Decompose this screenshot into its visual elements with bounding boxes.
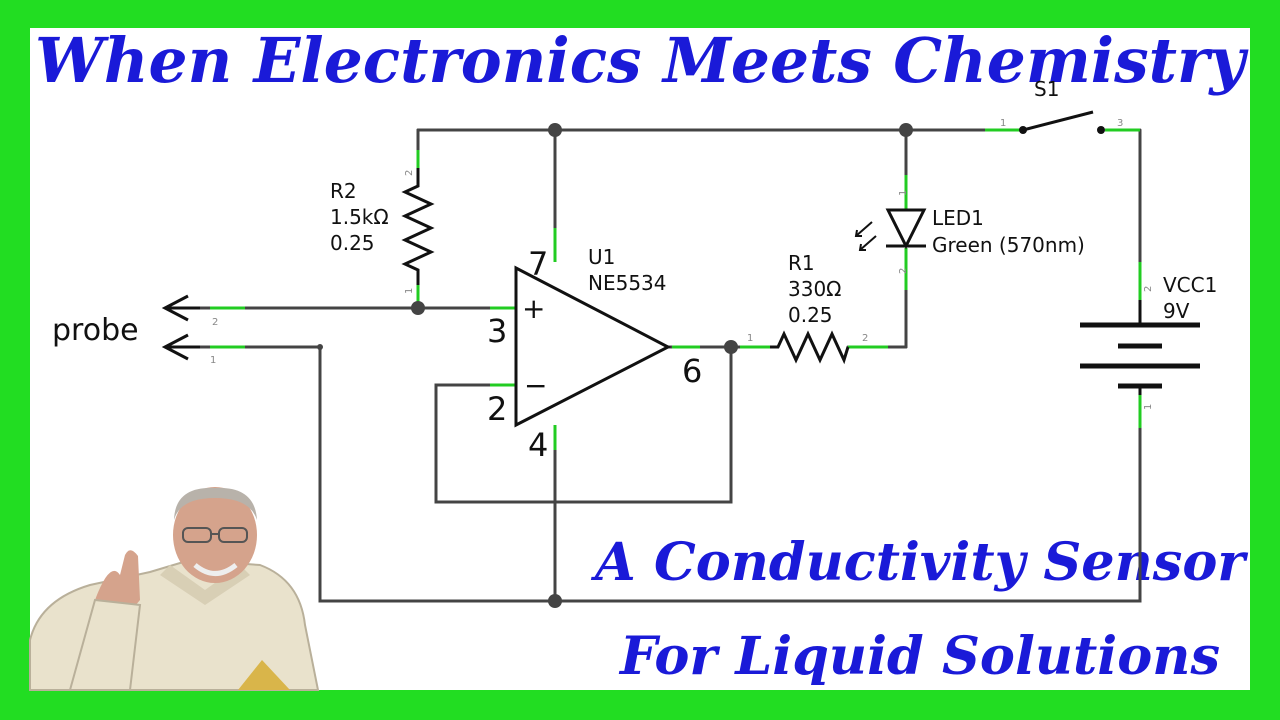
r2-value: 1.5kΩ bbox=[330, 205, 389, 229]
r2-name: R2 bbox=[330, 179, 357, 203]
title-top: When Electronics Meets Chemistry bbox=[35, 24, 1249, 97]
svg-text:1: 1 bbox=[1143, 404, 1154, 410]
vcc1-voltage: 9V bbox=[1163, 299, 1190, 323]
svg-text:1: 1 bbox=[747, 333, 753, 344]
wire-feedback bbox=[434, 345, 733, 504]
led-led1: LED1 Green (570nm) 1 2 bbox=[854, 190, 1085, 274]
led1-name: LED1 bbox=[932, 206, 984, 230]
svg-text:2: 2 bbox=[862, 333, 868, 344]
junction-r2-pin3 bbox=[411, 301, 425, 315]
svg-text:2: 2 bbox=[1143, 286, 1154, 292]
led1-color: Green (570nm) bbox=[932, 233, 1085, 257]
switch-lever bbox=[1022, 110, 1094, 132]
opamp-triangle bbox=[514, 265, 672, 428]
opamp-u1: + − U1 NE5534 7 3 2 4 6 bbox=[487, 245, 702, 464]
u1-part: NE5534 bbox=[588, 271, 667, 295]
r1-value: 330Ω bbox=[788, 277, 841, 301]
opamp-minus: − bbox=[524, 369, 547, 402]
u1-pin4: 4 bbox=[528, 426, 548, 464]
svg-text:1: 1 bbox=[1000, 118, 1006, 129]
svg-text:1: 1 bbox=[210, 355, 216, 366]
led-triangle bbox=[885, 208, 927, 250]
resistor-r2: R2 1.5kΩ 0.25 2 1 bbox=[330, 168, 435, 294]
u1-pin7: 7 bbox=[528, 245, 548, 283]
r2-power: 0.25 bbox=[330, 231, 375, 255]
corner-probe1 bbox=[317, 344, 323, 350]
svg-text:3: 3 bbox=[1117, 118, 1123, 129]
svg-text:2: 2 bbox=[404, 170, 415, 176]
presenter-photo bbox=[29, 487, 320, 691]
junction-bottom-pin4 bbox=[548, 594, 562, 608]
connector-leads bbox=[210, 128, 1142, 450]
vcc1-name: VCC1 bbox=[1163, 273, 1217, 297]
r1-name: R1 bbox=[788, 251, 815, 275]
probe-label: probe bbox=[52, 313, 139, 348]
svg-text:2: 2 bbox=[898, 268, 909, 274]
svg-text:1: 1 bbox=[404, 288, 415, 294]
title-bottom-line1: A Conductivity Sensor bbox=[590, 532, 1249, 593]
probe-connector: probe 2 1 bbox=[52, 294, 218, 366]
svg-text:1: 1 bbox=[898, 190, 909, 196]
u1-pin3: 3 bbox=[487, 312, 507, 350]
junction-output bbox=[724, 340, 738, 354]
u1-pin6: 6 bbox=[682, 352, 702, 390]
switch-s1: S1 1 3 bbox=[1000, 77, 1123, 134]
u1-pin2: 2 bbox=[487, 390, 507, 428]
title-bottom-line2: For Liquid Solutions bbox=[618, 626, 1220, 687]
svg-text:2: 2 bbox=[212, 317, 218, 328]
junction-dots bbox=[317, 123, 913, 608]
opamp-plus: + bbox=[522, 292, 545, 325]
junction-top-led bbox=[899, 123, 913, 137]
s1-name: S1 bbox=[1034, 77, 1059, 101]
r1-power: 0.25 bbox=[788, 303, 833, 327]
u1-name: U1 bbox=[588, 245, 615, 269]
resistor-r1: R1 330Ω 0.25 1 2 bbox=[747, 251, 868, 365]
junction-top-pin7 bbox=[548, 123, 562, 137]
battery-vcc1: VCC1 9V 2 1 bbox=[1080, 273, 1217, 410]
wire-ground-loop bbox=[188, 345, 1142, 603]
